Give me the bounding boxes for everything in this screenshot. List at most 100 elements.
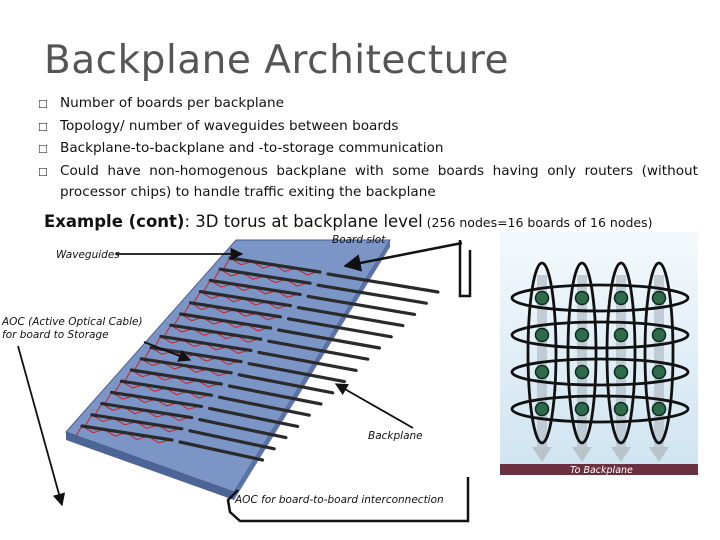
board-slot-connector	[129, 368, 223, 386]
backplane-board	[65, 239, 440, 500]
torus-ring-vertical	[643, 261, 675, 445]
torus-node	[574, 364, 590, 380]
torus-node	[613, 290, 629, 306]
bullet-text: Number of boards per backplane	[60, 95, 284, 111]
example-colon: :	[184, 212, 191, 231]
torus-ring-vertical	[526, 261, 558, 445]
waveguides-label: Waveguides	[56, 249, 120, 261]
waveguide-trace	[184, 302, 279, 321]
torus-ring-horizontal	[510, 320, 690, 350]
torus-node	[651, 401, 667, 417]
torus-topology	[510, 261, 690, 462]
torus-node	[534, 290, 550, 306]
example-label: Example (cont)	[44, 212, 185, 231]
waveguide-trace	[164, 324, 259, 343]
aoc-board-label: AOC for board-to-board interconnection	[235, 494, 444, 506]
bus-arrowhead	[649, 447, 669, 462]
board-slot-connector	[316, 283, 428, 305]
bullet-item: ☐ Could have non-homogenous backplane wi…	[38, 161, 698, 204]
torus-node	[613, 364, 629, 380]
torus-node	[613, 327, 629, 343]
board-slot-connector	[139, 357, 233, 375]
bullet-item: ☐ Backplane-to-backplane and -to-storage…	[38, 138, 698, 161]
board-slot-connector	[277, 328, 382, 350]
example-note: (256 nodes=16 boards of 16 nodes)	[422, 215, 653, 230]
torus-node	[534, 364, 550, 380]
torus-node	[613, 401, 629, 417]
checkbox-bullet-icon: ☐	[38, 165, 48, 179]
bullet-text: Topology/ number of waveguides between b…	[60, 117, 399, 134]
waveguide-trace	[174, 313, 269, 332]
torus-ring-vertical	[605, 261, 637, 445]
slot-to-panel-connector	[458, 240, 472, 298]
aoc-board-cable	[456, 477, 470, 523]
bullet-list: ☐ Number of boards per backplane ☐ Topol…	[38, 93, 698, 204]
board-slot-connector	[306, 294, 417, 316]
vertical-bus	[577, 275, 587, 447]
checkbox-bullet-icon: ☐	[38, 98, 48, 111]
bus-arrowhead	[611, 447, 631, 462]
board-slot-connector	[178, 440, 265, 462]
board-slot-connector	[237, 373, 335, 395]
board-slot-connector	[208, 406, 300, 428]
waveguide-trace	[95, 402, 190, 422]
waveguide-trace	[134, 358, 230, 377]
board-slot-connector	[188, 429, 276, 451]
waveguide-trace	[213, 268, 309, 287]
board-slot-connector	[247, 362, 346, 384]
torus-node	[651, 290, 667, 306]
board-slot-connector	[169, 323, 263, 341]
torus-node	[651, 364, 667, 380]
board-slot-connector	[179, 312, 273, 330]
board-slot-connector	[208, 278, 302, 296]
waveguide-trace	[75, 425, 171, 444]
bullet-text: Could have non-homogenous backplane with…	[60, 162, 698, 201]
to-backplane-label: To Backplane	[570, 465, 633, 476]
aoc-board-cable-left	[226, 489, 456, 523]
board-slot-connector	[267, 339, 370, 361]
board-slot-connector	[159, 334, 253, 352]
board-slot-connector	[217, 395, 311, 417]
board-slot-connector	[227, 384, 323, 406]
board-edge-front	[66, 432, 234, 500]
waveguide-trace	[203, 279, 299, 298]
slide-title: Backplane Architecture	[44, 38, 510, 83]
example-heading: Example (cont): 3D torus at backplane le…	[44, 212, 653, 231]
to-backplane-bar	[500, 464, 698, 475]
board-slot-connector	[198, 290, 292, 308]
bus-arrowhead	[532, 447, 552, 462]
torus-ring-vertical	[566, 261, 598, 445]
board-slot-connector	[119, 379, 214, 397]
aoc-storage-label-line1: AOC (Active Optical Cable)	[2, 316, 143, 328]
board-slot-connector	[80, 424, 174, 442]
board-slot-connector	[218, 267, 312, 285]
board-slot-label: Board slot	[332, 234, 386, 246]
torus-node	[534, 327, 550, 343]
board-slot-connector	[296, 306, 405, 328]
board-slots	[75, 256, 440, 462]
torus-ring-horizontal	[510, 283, 690, 313]
board-slot-connector	[257, 350, 358, 372]
torus-node	[574, 327, 590, 343]
aoc-storage-label-line2: for board to Storage	[2, 329, 109, 341]
aoc-storage-arrow-2	[17, 345, 66, 507]
board-slot-connector	[109, 390, 204, 408]
checkbox-bullet-icon: ☐	[38, 120, 48, 134]
board-slot-arrow	[343, 241, 463, 272]
board-slot-connector	[198, 418, 288, 440]
torus-panel-bg	[500, 232, 698, 468]
torus-ring-horizontal	[510, 357, 690, 387]
waveguide-trace	[115, 380, 210, 399]
torus-node	[534, 401, 550, 417]
waveguide-trace	[154, 335, 250, 354]
backplane-arrow	[334, 383, 414, 429]
board-slot-connector	[90, 413, 184, 431]
waveguide-trace	[193, 290, 289, 310]
waveguide-trace	[223, 257, 319, 276]
torus-panel	[500, 232, 698, 475]
board-slot-connector	[100, 402, 194, 420]
example-main: 3D torus at backplane level	[190, 212, 423, 231]
bus-arrowhead	[572, 447, 592, 462]
bullet-item: ☐ Number of boards per backplane	[38, 93, 698, 116]
